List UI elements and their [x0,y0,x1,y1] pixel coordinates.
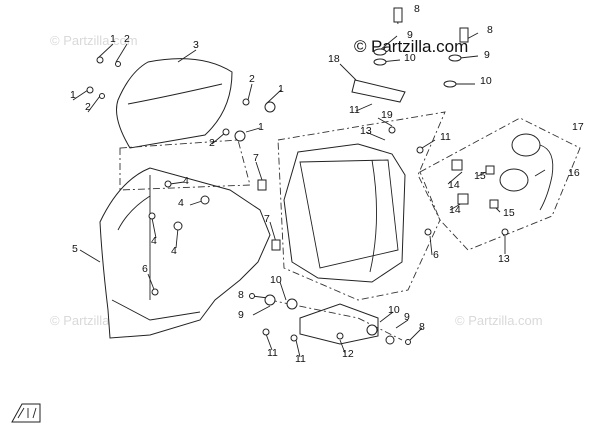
callout-label: 1 [258,121,264,133]
headlight-housing [283,143,406,283]
callout-label: 1 [70,89,76,101]
callout-label: 13 [498,253,510,265]
callout-label: 8 [487,24,493,36]
callout-label: 11 [349,104,360,116]
gauge-pair [499,133,554,211]
callout-label: 1 [110,33,116,45]
callout-label: 8 [238,289,244,301]
watermark: © Partzilla.com [50,33,138,48]
callout-label: 8 [414,3,420,15]
callout-label: 11 [295,353,306,365]
callout-label: 6 [142,263,148,275]
callout-label: 19 [381,109,393,121]
hardware-parts [86,7,509,345]
callout-label: 9 [238,309,244,321]
direction-arrow-icon [11,403,41,423]
callout-label: 10 [388,304,400,316]
callout-label: 11 [267,347,278,359]
callout-label: 6 [433,249,439,261]
callout-label: 10 [270,274,282,286]
callout-label: 4 [183,175,189,187]
callout-label: 10 [404,52,416,64]
front-cowl [99,167,271,339]
callout-label: 4 [151,235,157,247]
mounting-bracket [299,303,379,345]
callout-label: 16 [568,167,580,179]
callout-label: 13 [360,125,372,137]
callout-label: 3 [193,39,199,51]
callout-label: 15 [474,170,486,182]
callout-label: 2 [209,137,215,149]
callout-label: 2 [249,73,255,85]
watermark: © Partzilla.com [455,313,543,328]
callout-label: 2 [124,33,130,45]
callout-label: 14 [449,204,461,216]
callout-label: 9 [404,311,410,323]
callout-label: 10 [480,75,492,87]
brand-symbol: © [354,37,367,56]
callout-label: 4 [178,197,184,209]
callout-label: 1 [278,83,284,95]
callout-label: 17 [572,121,584,133]
callout-label: 18 [328,53,340,65]
callout-label: 14 [448,179,460,191]
callout-label: 5 [72,243,78,255]
windscreen [116,58,233,149]
callout-label: 7 [264,213,270,225]
callout-label: 9 [484,49,490,61]
callout-label: 15 [503,207,515,219]
callout-label: 7 [253,152,259,164]
brand-name: Partzilla.com [371,37,468,56]
callout-label: 8 [419,321,425,333]
callout-label: 4 [171,245,177,257]
brand-logo: © Partzilla.com [354,37,468,56]
callout-label: 11 [440,131,451,143]
assembly-boundaries [119,111,581,341]
callout-label: 2 [85,101,91,113]
leader-lines [72,11,546,358]
callout-label: 9 [407,29,413,41]
callout-label: 12 [342,348,354,360]
